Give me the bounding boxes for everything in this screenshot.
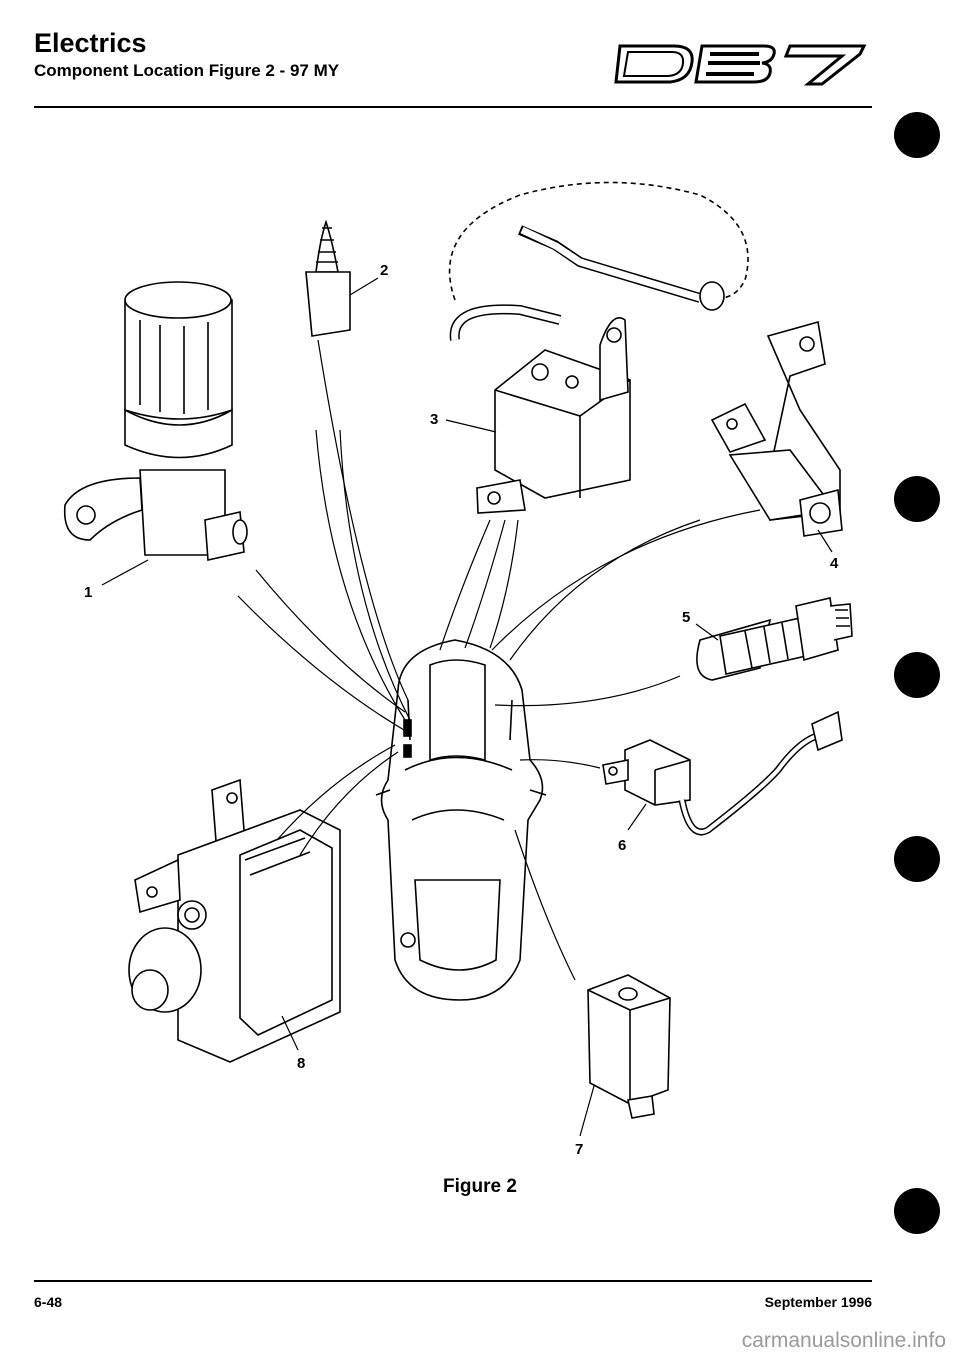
callout-8: 8 xyxy=(297,1055,305,1072)
binder-hole-marker xyxy=(894,836,940,882)
callout-6-leader xyxy=(627,803,647,831)
callout-8-leader xyxy=(281,1015,299,1051)
component-4-bracket-sensor xyxy=(710,320,843,537)
section-title: Electrics xyxy=(34,28,147,58)
callout-2-leader xyxy=(349,277,379,296)
callout-7: 7 xyxy=(575,1141,583,1158)
figure-caption: Figure 2 xyxy=(443,1176,517,1197)
car-top-view xyxy=(375,639,547,1001)
callout-2: 2 xyxy=(380,262,388,279)
callout-3-leader xyxy=(445,419,497,433)
callout-4: 4 xyxy=(830,555,839,572)
component-3-module xyxy=(449,225,725,514)
component-6-relay xyxy=(602,710,843,836)
callout-1-leader xyxy=(101,559,149,586)
callout-6: 6 xyxy=(618,837,626,854)
component-8-actuator xyxy=(128,778,341,1063)
callouts xyxy=(101,277,833,1137)
component-5-threaded-sensor xyxy=(696,597,853,681)
callout-3: 3 xyxy=(430,411,438,428)
binder-hole-marker xyxy=(894,1188,940,1234)
callout-7-leader xyxy=(579,1085,595,1137)
callout-5: 5 xyxy=(682,609,690,626)
callout-5-leader xyxy=(695,623,719,641)
header-rule xyxy=(34,106,872,108)
leader-lines xyxy=(237,339,761,981)
callout-1: 1 xyxy=(84,584,92,601)
callout-4-leader xyxy=(817,529,833,553)
component-7-relay xyxy=(587,974,671,1119)
component-1-reservoir xyxy=(63,281,248,561)
db7-logo xyxy=(614,44,867,86)
page-number: 6-48 xyxy=(34,1294,63,1310)
detail-outline xyxy=(448,181,749,301)
binder-hole-marker xyxy=(894,112,940,158)
binder-hole-marker xyxy=(894,476,940,522)
footer-rule xyxy=(34,1280,872,1282)
section-subtitle: Component Location Figure 2 - 97 MY xyxy=(34,61,340,80)
component-2-switch xyxy=(305,219,351,337)
component-location-diagram: 1 2 3 4 5 6 7 8 xyxy=(63,181,853,1158)
watermark: carmanualsonline.info xyxy=(741,1329,946,1352)
binder-hole-marker xyxy=(894,652,940,698)
publication-date: September 1996 xyxy=(764,1294,872,1310)
